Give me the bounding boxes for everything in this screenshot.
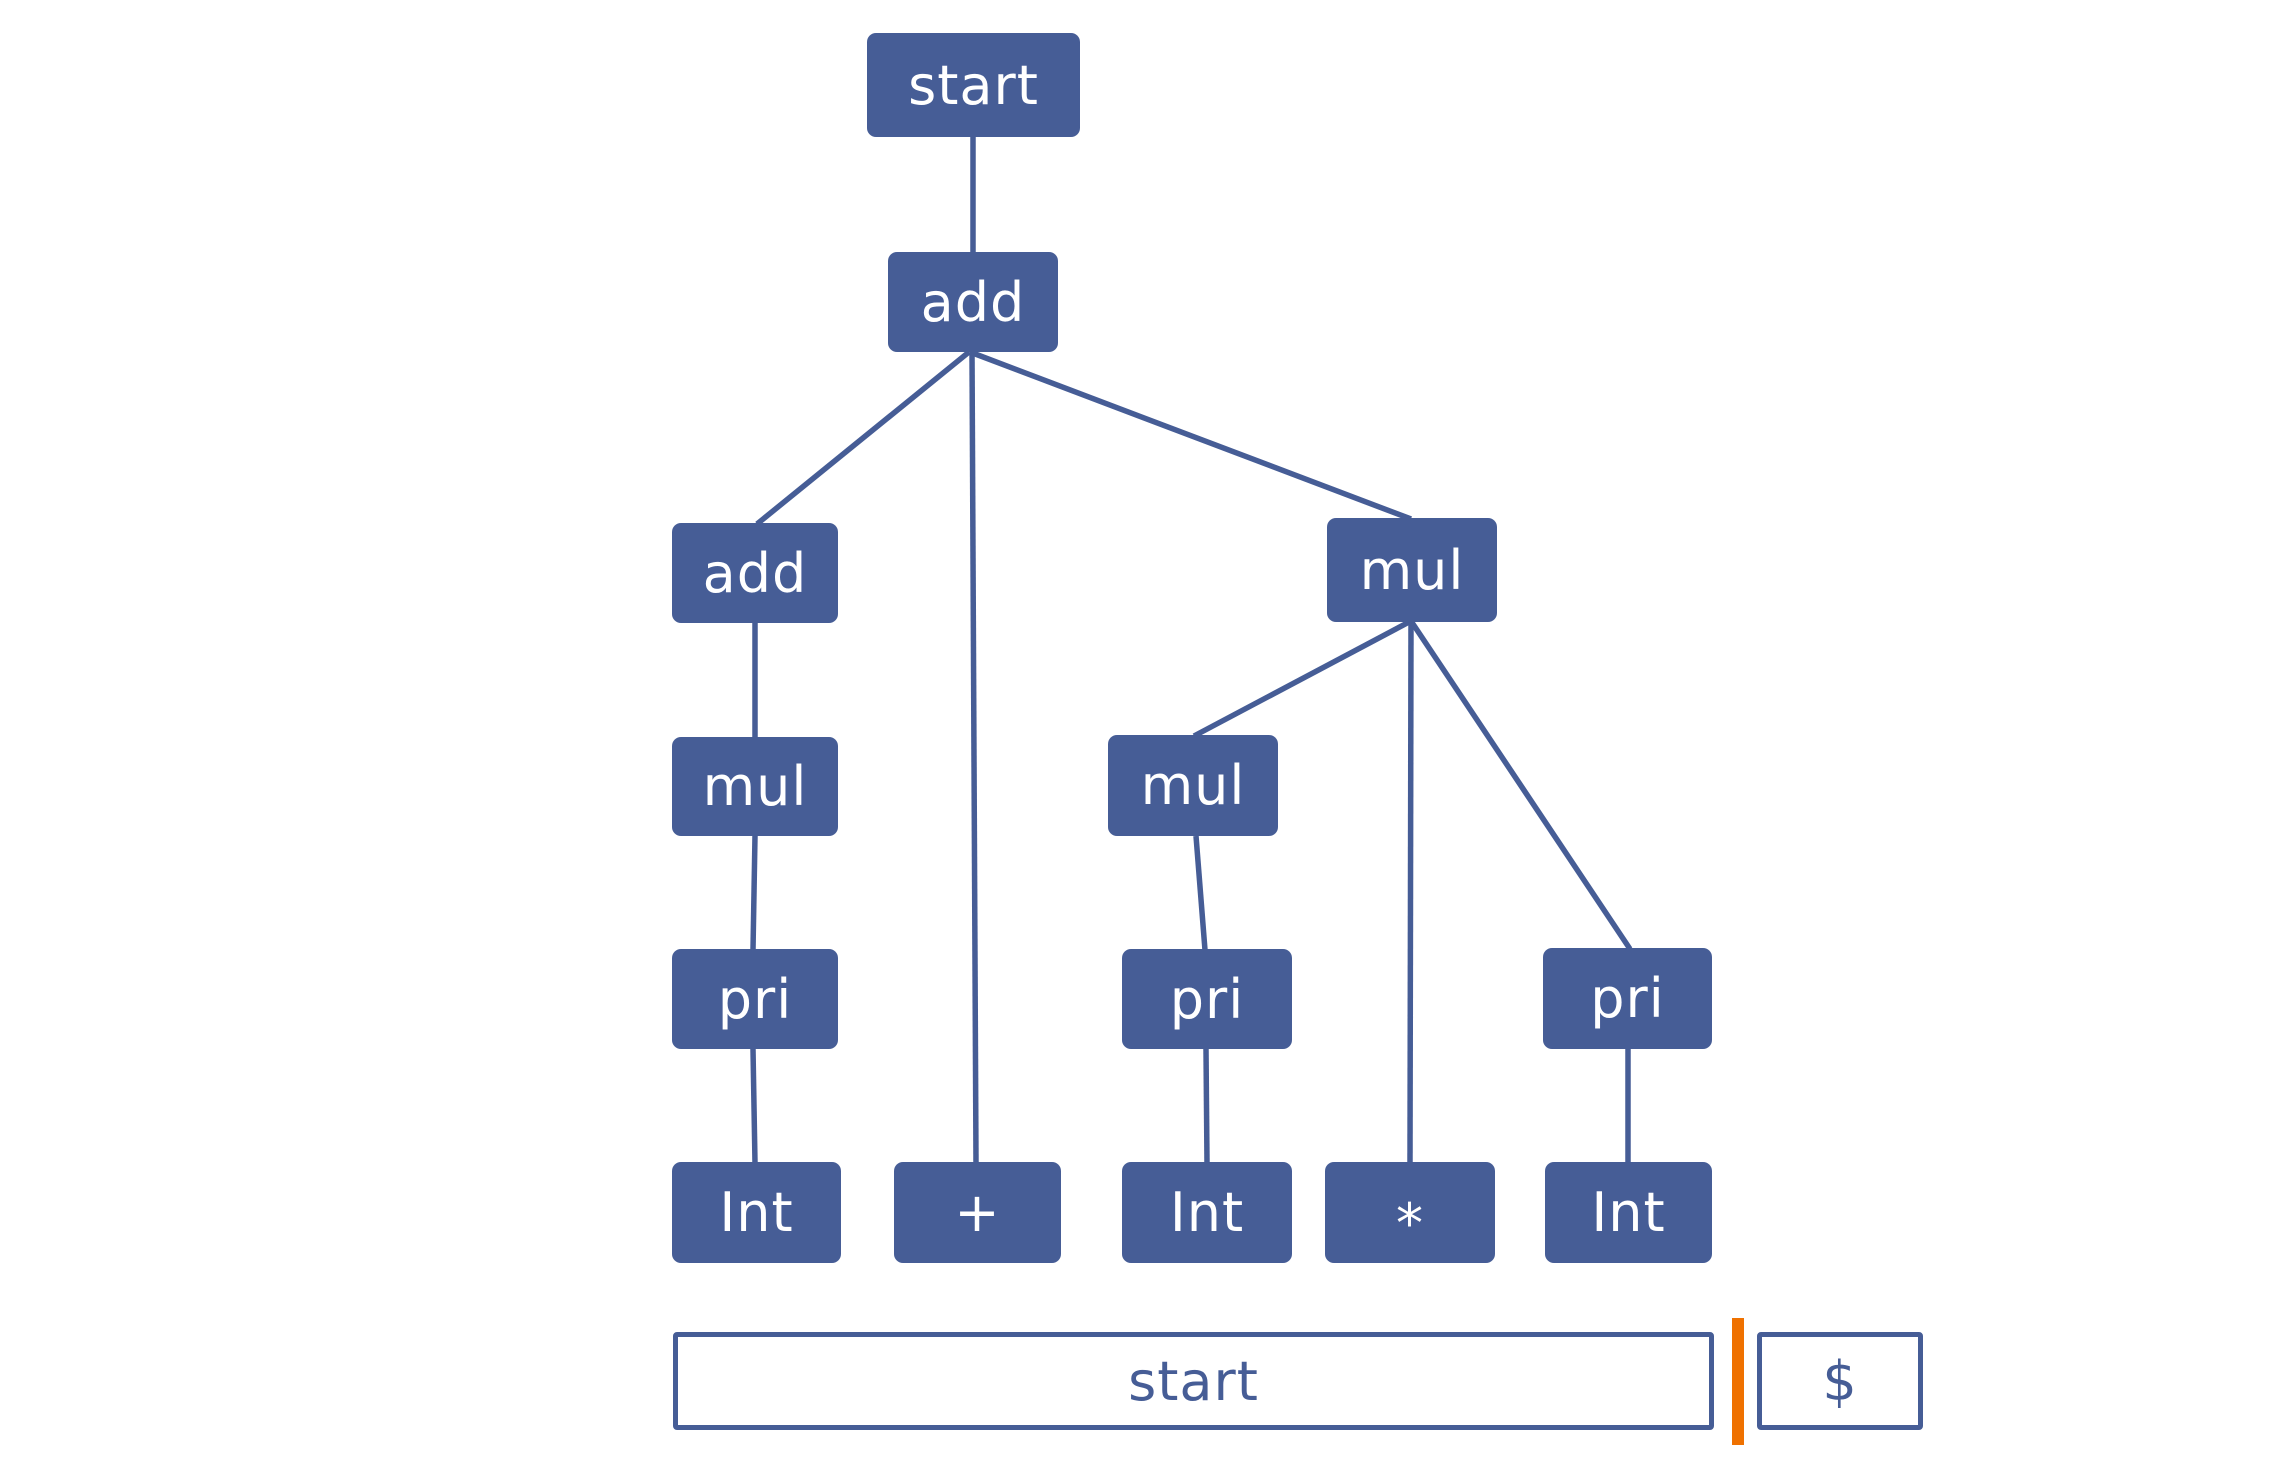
edge-add-addleft (755, 349, 971, 527)
end-marker-box: $ (1757, 1332, 1923, 1430)
tree-node-pri-right: pri (1543, 948, 1712, 1049)
tree-node-mul-left: mul (672, 737, 838, 836)
edge-mulright-priright (1408, 619, 1633, 951)
input-stream-label: start (1128, 1349, 1259, 1413)
parse-cursor (1732, 1318, 1744, 1445)
tree-node-add-root: add (888, 252, 1058, 352)
edge-mulmid-primid (1193, 835, 1208, 951)
edge-add-mulright (969, 349, 1412, 522)
tree-node-pri-left: pri (672, 949, 838, 1049)
tree-node-int-mid: Int (1122, 1162, 1292, 1263)
tree-node-int-left: Int (672, 1162, 841, 1263)
tree-node-star: * (1325, 1162, 1495, 1263)
edge-primid-intmid (1203, 1048, 1210, 1164)
tree-node-mul-right: mul (1327, 518, 1497, 622)
edge-prileft-intleft (750, 1048, 758, 1164)
tree-node-int-right: Int (1545, 1162, 1712, 1263)
end-marker-label: $ (1822, 1349, 1858, 1413)
edge-mulright-mulmid (1192, 618, 1413, 739)
tree-node-plus: + (894, 1162, 1061, 1263)
edge-mulleft-prileft (750, 835, 758, 951)
edge-add-plus (969, 351, 979, 1164)
tree-node-pri-mid: pri (1122, 949, 1292, 1049)
tree-node-start: start (867, 33, 1080, 137)
tree-node-mul-mid: mul (1108, 735, 1278, 836)
edge-mulright-star (1407, 620, 1414, 1164)
input-stream-box: start (673, 1332, 1714, 1430)
tree-node-add-left: add (672, 523, 838, 623)
